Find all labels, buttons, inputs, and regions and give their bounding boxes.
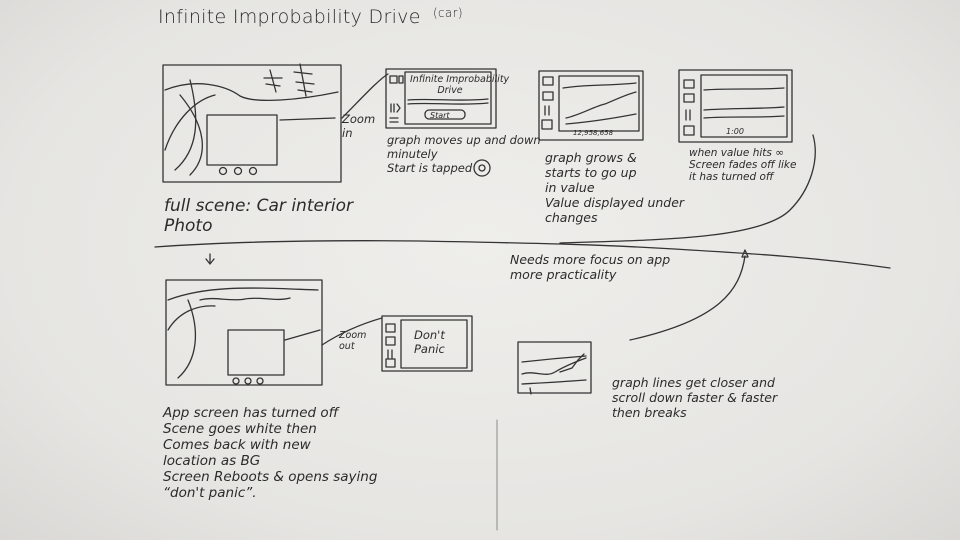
panel2-frame [385,68,497,129]
panel3-value: 12,958,658 [573,129,614,137]
panel4-app-sketch [559,69,816,244]
down-arrow-icon [205,253,215,265]
panel2-app-title: Infinite Improbability Drive [410,74,510,96]
panel4-frame [678,69,793,143]
title-text: Infinite Improbability Drive [158,6,421,28]
timeline-divider [154,240,891,341]
panel5-car-sketch [165,279,473,386]
panel2-app-sketch [385,68,497,177]
panel4-value: 1:00 [726,127,744,136]
panel3-caption: graph grows & starts to go up in value V… [545,150,685,225]
panel1-screen [206,114,278,166]
panel6-frame [517,341,592,394]
panel1-zoom-label: Zoom in [342,112,376,140]
panel4-caption: when value hits ∞ Screen fades off like … [689,147,797,183]
panel5-zoom-arrow [321,317,383,346]
panel5-frame [165,279,323,386]
panel1-steering-wheel [174,79,197,171]
panel2-start-button: Start [430,111,450,120]
panel1-caption: full scene: Car interior Photo [164,196,354,236]
panel5-caption: App screen has turned off Scene goes whi… [163,405,378,501]
sketch-title: Infinite Improbability Drive (car) [158,6,463,28]
panel1-tree-icon [263,69,283,93]
panel3-graph-line [562,82,637,89]
panel3-app-sketch [538,70,644,141]
title-note: (car) [433,6,463,20]
feedback-note: Needs more focus on app more practicalit… [510,252,671,282]
panel1-tree-icon-2 [293,63,315,97]
panel6-graph-sketch [517,341,592,395]
panel4-curve-arrow [559,134,816,244]
panel1-dashboard-line [164,83,339,102]
panel3-frame [538,70,644,141]
panel5-app-text: Don't Panic [414,328,445,356]
panel1-car-interior-sketch [162,63,389,183]
panel5-mountains [167,287,319,301]
panel6-caption: graph lines get closer and scroll down f… [612,375,778,420]
panel5-screen [227,329,285,376]
panel2-start-button-shape [424,109,466,120]
panel5-steering-wheel [177,299,197,379]
panel1-frame [162,64,342,183]
panel1-zoom-arrow [341,73,389,119]
panel5-zoom-label: Zoom out [339,330,367,352]
panel3-graph-rising [565,91,637,119]
panel2-caption: graph moves up and down minutely Start i… [387,133,541,175]
